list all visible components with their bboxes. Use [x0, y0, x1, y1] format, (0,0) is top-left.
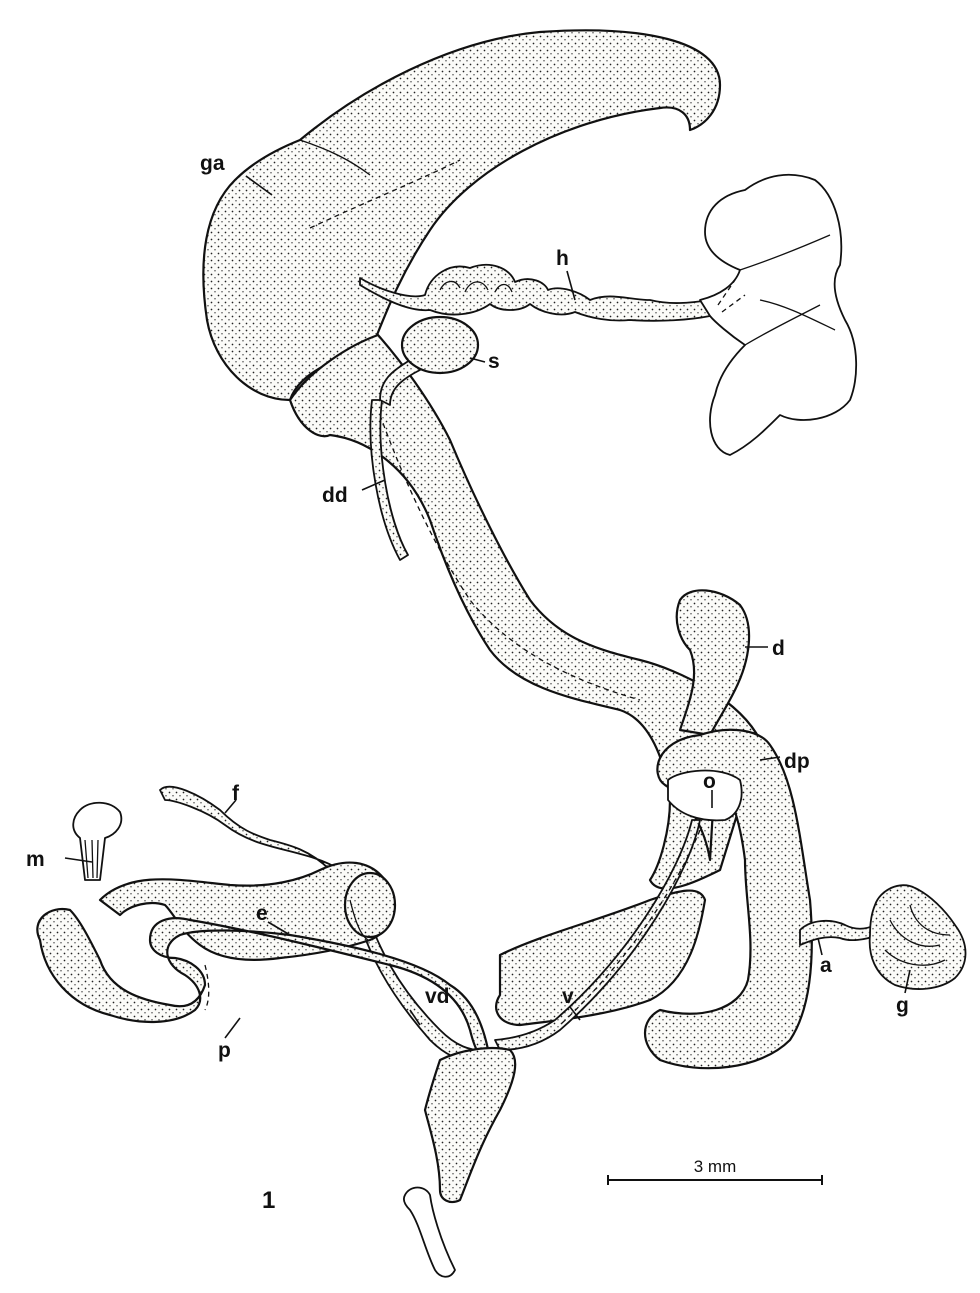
label-p: p	[218, 1039, 231, 1062]
label-ga: ga	[200, 152, 225, 175]
spermatheca	[402, 317, 478, 373]
label-dd: dd	[322, 484, 348, 507]
retractor-muscle	[73, 803, 121, 880]
label-f: f	[232, 782, 240, 805]
label-o: o	[703, 770, 716, 793]
hermaphrodite-duct	[360, 265, 714, 321]
label-vd: vd	[425, 985, 450, 1008]
label-g: g	[896, 994, 909, 1017]
label-h: h	[556, 247, 569, 270]
label-s: s	[488, 350, 500, 373]
label-dp: dp	[784, 750, 810, 773]
accessory-gland	[870, 885, 966, 989]
label-e: e	[256, 902, 268, 925]
penis	[37, 909, 490, 1060]
label-d: d	[772, 637, 785, 660]
scale-bar-label: 3 mm	[694, 1157, 737, 1176]
ovotestis	[700, 175, 856, 455]
vagina	[496, 891, 705, 1025]
label-v: v	[562, 985, 574, 1008]
label-m: m	[26, 848, 45, 871]
figure-number: 1	[262, 1187, 275, 1214]
accessory-gland-duct	[800, 921, 878, 945]
scale-bar: 3 mm	[608, 1157, 822, 1185]
genital-atrium	[404, 1048, 515, 1277]
epiphallus	[100, 863, 395, 960]
label-a: a	[820, 954, 832, 977]
